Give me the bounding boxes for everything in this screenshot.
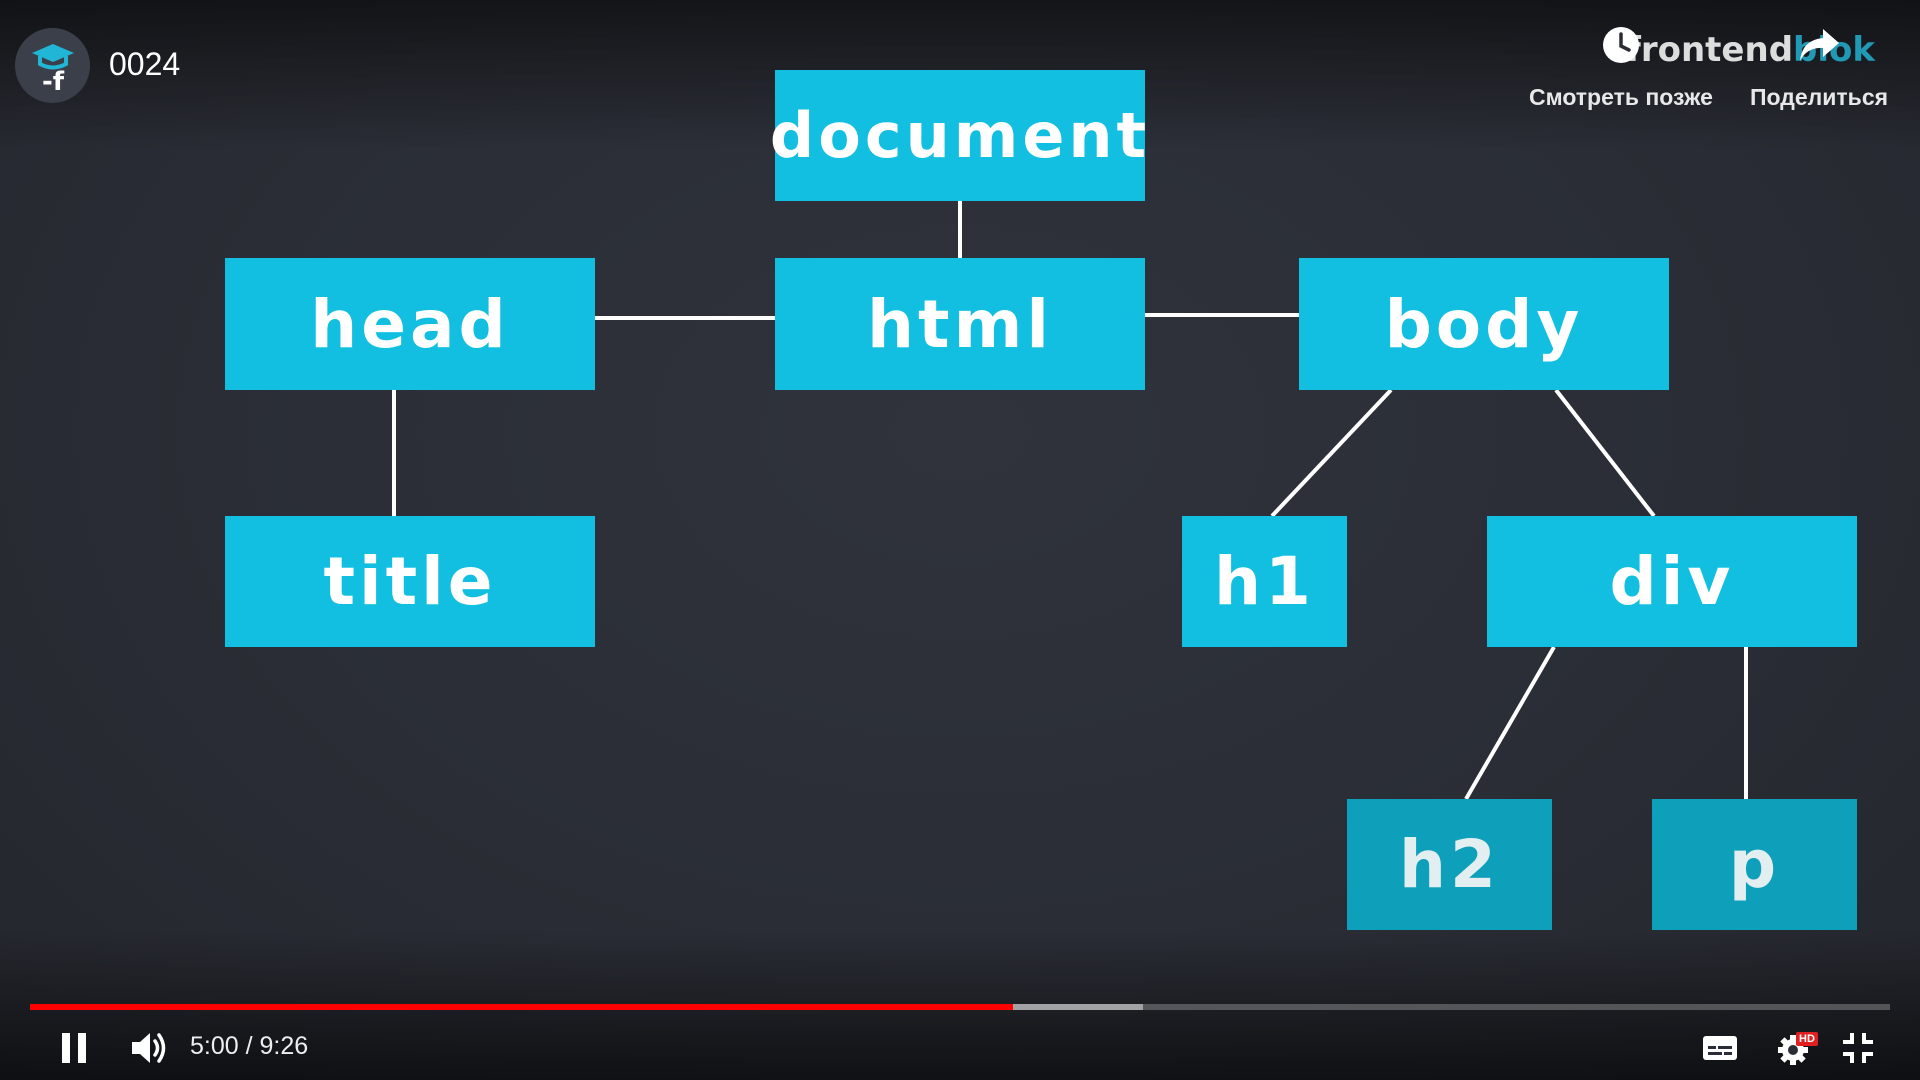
exit-fullscreen-icon [1843, 1033, 1873, 1063]
share-arrow-icon [1800, 29, 1840, 61]
edge-body-h1 [1270, 388, 1393, 518]
svg-text:-f: -f [41, 67, 64, 92]
subtitles-button[interactable] [1700, 1020, 1740, 1076]
watch-later-label: Смотреть позже [1529, 84, 1713, 110]
node-h2: h2 [1347, 799, 1552, 930]
current-time: 5:00 [190, 1032, 239, 1060]
channel-watermark: -frontendblok [1612, 30, 1875, 70]
exit-fullscreen-button[interactable] [1838, 1020, 1878, 1076]
channel-logo-icon: -f [31, 43, 74, 92]
share-label: Поделиться [1750, 84, 1889, 110]
pause-button[interactable] [52, 1020, 96, 1076]
time-separator: / [238, 1032, 260, 1060]
hd-badge: HD [1796, 1032, 1818, 1046]
clock-icon [1602, 27, 1639, 63]
edge-body-div [1554, 388, 1656, 518]
node-body: body [1299, 258, 1669, 390]
pause-icon [62, 1033, 86, 1063]
edge-div-h2 [1464, 645, 1556, 801]
share-button[interactable]: Поделиться [1750, 20, 1888, 111]
settings-button[interactable]: HD [1772, 1020, 1822, 1076]
progress-bar[interactable] [30, 1004, 1890, 1010]
volume-button[interactable] [125, 1020, 175, 1076]
node-p: p [1652, 799, 1857, 930]
node-html: html [775, 258, 1145, 390]
dom-tree-diagram [392, 201, 1748, 801]
video-title[interactable]: 0024 [109, 46, 181, 82]
subtitles-icon [1703, 1036, 1737, 1060]
node-h1: h1 [1182, 516, 1347, 647]
watermark-prefix: -frontend [1611, 30, 1794, 70]
channel-avatar[interactable]: -f [15, 28, 90, 103]
time-display: 5:00 / 9:26 [190, 1032, 308, 1061]
node-div: div [1487, 516, 1857, 647]
node-title: title [225, 516, 595, 647]
node-head: head [225, 258, 595, 390]
volume-icon [132, 1033, 166, 1063]
progress-played [30, 1004, 1013, 1010]
node-document: document [770, 70, 1146, 201]
duration: 9:26 [259, 1032, 309, 1060]
diagram-edges [392, 201, 1748, 801]
watch-later-button[interactable]: Смотреть позже [1529, 20, 1713, 111]
